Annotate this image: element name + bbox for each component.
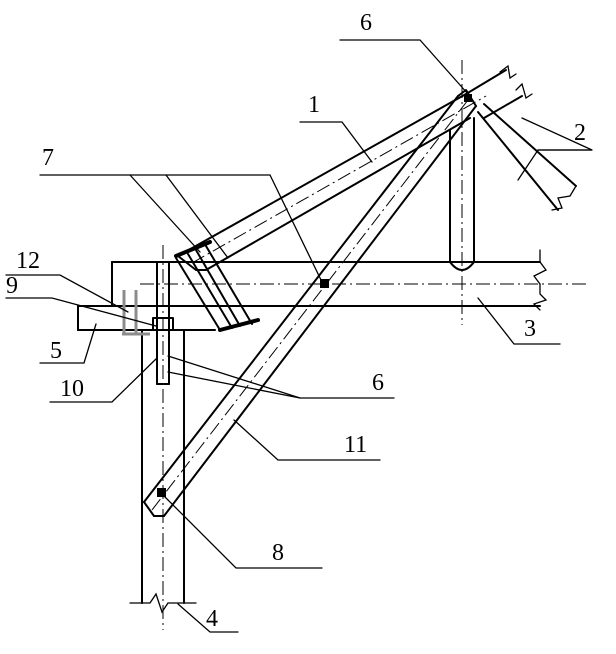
diagonal-brace	[143, 89, 477, 517]
king-post	[449, 60, 475, 325]
rafter	[177, 64, 533, 271]
bolt-bottom	[157, 488, 166, 497]
label-1: 1	[308, 92, 320, 118]
label-11: 11	[344, 432, 367, 458]
label-4: 4	[206, 606, 218, 632]
label-12: 12	[16, 248, 40, 274]
gray-clamp	[122, 290, 150, 336]
label-5: 5	[50, 338, 62, 364]
wall-plate	[77, 305, 216, 331]
label-8: 8	[272, 540, 284, 566]
bolt-center	[320, 279, 329, 288]
inclined-strut	[174, 240, 260, 332]
label-9: 9	[6, 273, 18, 299]
tie-beam	[77, 249, 586, 311]
opposite-rafter	[477, 103, 577, 211]
label-6-middle: 6	[372, 370, 384, 396]
label-3: 3	[524, 316, 536, 342]
label-7: 7	[42, 145, 54, 171]
bolt-rod	[152, 261, 174, 385]
column	[129, 245, 197, 630]
label-6-top: 6	[360, 10, 372, 36]
bolt-apex	[464, 94, 472, 102]
leader-lines	[5, 39, 593, 633]
label-2: 2	[574, 120, 586, 146]
bolts	[157, 94, 472, 497]
label-10: 10	[60, 376, 84, 402]
labels: 6 1 2 7 12 9 3 5 10 6 11 8 4	[6, 10, 586, 632]
